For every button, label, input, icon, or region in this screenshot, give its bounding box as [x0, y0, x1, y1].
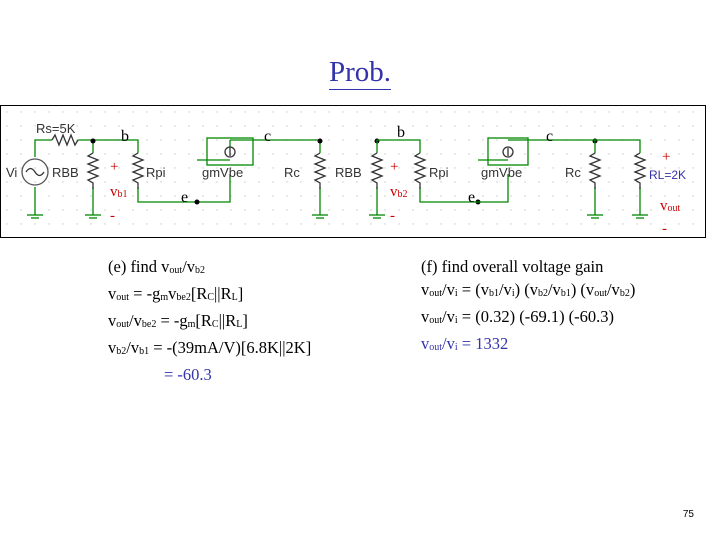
source-label: Vi — [6, 165, 17, 180]
part-e-column: (e) find vout/vb2 vout = -gmvbe2[RC||RL]… — [108, 255, 311, 386]
rbb-resistor — [86, 152, 100, 189]
left-stage — [34, 139, 321, 215]
rl-resistor — [633, 152, 647, 189]
dep-source-box-2 — [487, 137, 529, 166]
vout-label: vout — [660, 198, 681, 214]
rc2-resistor — [588, 152, 602, 189]
left-grounds — [27, 214, 328, 219]
vb1-minus: - — [110, 208, 115, 224]
part-f-column: (f) find overall voltage gain vout/vi = … — [421, 255, 635, 359]
part-e-line-1: (e) find vout/vb2 — [108, 257, 206, 276]
dep2-label: gmVbe — [481, 165, 522, 180]
rs-resistor — [51, 133, 79, 147]
part-e-result: = -60.3 — [164, 365, 212, 384]
rpi2-resistor — [413, 152, 427, 189]
rc2-label: Rc — [565, 165, 581, 180]
node-e2-label: e — [468, 189, 475, 206]
rc-resistor — [313, 152, 327, 189]
circuit-diagram: Vi Rs=5K RBB Rpi gmVbe Rc b c e + vb1 - … — [0, 105, 706, 238]
vb1-plus: + — [110, 159, 118, 175]
right-stage — [376, 139, 641, 215]
vb1-label: vb1 — [110, 184, 128, 200]
part-f-line-1: (f) find overall voltage gain — [421, 257, 604, 276]
part-f-result: vout/vi = 1332 — [421, 334, 509, 353]
vb2-label: vb2 — [390, 184, 408, 200]
rs-label: Rs=5K — [36, 121, 76, 136]
right-components — [370, 137, 647, 189]
vout-minus: - — [662, 221, 667, 237]
ac-source-icon — [21, 158, 49, 186]
node-e-label: e — [181, 189, 188, 206]
node-b-label: b — [121, 128, 129, 145]
part-f-line-2: vout/vi = (vb1/vi) (vb2/vb1) (vout/vb2) — [421, 280, 636, 299]
node-b2-label: b — [397, 124, 405, 141]
node-c2-label: c — [546, 128, 553, 145]
page-number: 75 — [682, 509, 694, 520]
left-components — [21, 133, 327, 189]
rc-label: Rc — [284, 165, 300, 180]
dep-label: gmVbe — [202, 165, 243, 180]
part-e-line-2: vout = -gmvbe2[RC||RL] — [108, 284, 244, 303]
vout-plus: + — [662, 149, 670, 165]
part-e-line-3: vout/vbe2 = -gm[RC||RL] — [108, 311, 248, 330]
rl-label: RL=2K — [649, 168, 686, 182]
slide-title: Prob. — [328, 56, 392, 90]
rbb2-resistor — [370, 152, 384, 189]
part-e-line-4: vb2/vb1 = -(39mA/V)[6.8K||2K] — [108, 338, 312, 357]
rbb-label: RBB — [52, 165, 79, 180]
vb2-minus: - — [390, 208, 395, 224]
rbb2-label: RBB — [335, 165, 362, 180]
right-grounds — [369, 214, 648, 219]
rpi-label: Rpi — [146, 165, 166, 180]
rpi2-label: Rpi — [429, 165, 449, 180]
node-c-label: c — [264, 128, 271, 145]
rpi-resistor — [131, 152, 145, 189]
vb2-plus: + — [390, 159, 398, 175]
part-f-line-3: vout/vi = (0.32) (-69.1) (-60.3) — [421, 307, 615, 326]
dep-source-box — [206, 137, 254, 166]
